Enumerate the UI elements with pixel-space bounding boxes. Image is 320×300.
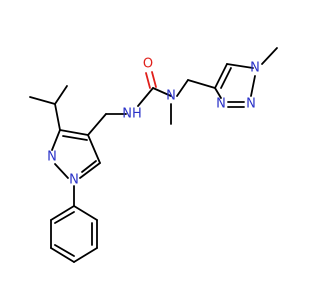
bond-tz-n3-c4 bbox=[214, 87, 222, 99]
bond-ch2-triazole bbox=[187, 79, 216, 89]
bond-pz-c4-c3-inner bbox=[62, 135, 88, 141]
bond-c-nh bbox=[137, 87, 154, 107]
bond-ipr-me2 bbox=[54, 85, 68, 105]
bond-ph-6-inner bbox=[54, 211, 75, 224]
bond-pz-c4-c5 bbox=[87, 134, 101, 164]
bond-ph-1 bbox=[73, 205, 98, 221]
bond-tz-n1-n2 bbox=[250, 75, 256, 97]
atom-triazole-n1-label: N bbox=[250, 61, 260, 76]
bond-ph-3 bbox=[73, 247, 98, 263]
bond-pz-n2-n1 bbox=[54, 163, 69, 179]
atom-oxygen-label: O bbox=[143, 57, 153, 72]
bond-pz-c3-n2 bbox=[51, 129, 61, 151]
bond-tz-methyl bbox=[261, 47, 278, 65]
atom-nh-label: NH bbox=[122, 107, 142, 122]
atom-labels: O NH N N N N N N bbox=[47, 57, 260, 188]
bond-carbonyl-b bbox=[151, 71, 157, 88]
bond-pz-n1-c5-inner bbox=[81, 160, 97, 173]
bond-ph-4 bbox=[50, 247, 75, 263]
bond-ipr-ch bbox=[54, 103, 61, 131]
bond-tz-c4-c5 bbox=[214, 63, 228, 89]
atom-urea-n-label: N bbox=[166, 89, 176, 104]
bond-ipr-me1 bbox=[29, 96, 56, 105]
atom-triazole-n3-label: N bbox=[216, 97, 226, 112]
bond-n-ch2 bbox=[176, 79, 189, 97]
atom-pyrazole-n2-label: N bbox=[47, 150, 57, 165]
bond-pz-n1-c5 bbox=[79, 162, 101, 179]
bond-carbonyl-a bbox=[145, 72, 151, 89]
bonds bbox=[29, 47, 278, 263]
atom-triazole-n2-label: N bbox=[246, 97, 256, 112]
bond-ph-6 bbox=[50, 205, 75, 221]
bond-pz-c4-c3 bbox=[59, 129, 89, 136]
bond-c-n-urea bbox=[152, 87, 172, 97]
bond-tz-c5-n1 bbox=[226, 63, 254, 69]
bond-tz-c4-c5-inner bbox=[220, 67, 232, 89]
bond-ph-4-inner bbox=[54, 244, 75, 257]
molecule-structure-diagram: O NH N N N N N N bbox=[29, 47, 278, 263]
bond-ch2-pyrazole bbox=[87, 113, 107, 136]
atom-pyrazole-n1-label: N bbox=[69, 173, 79, 188]
